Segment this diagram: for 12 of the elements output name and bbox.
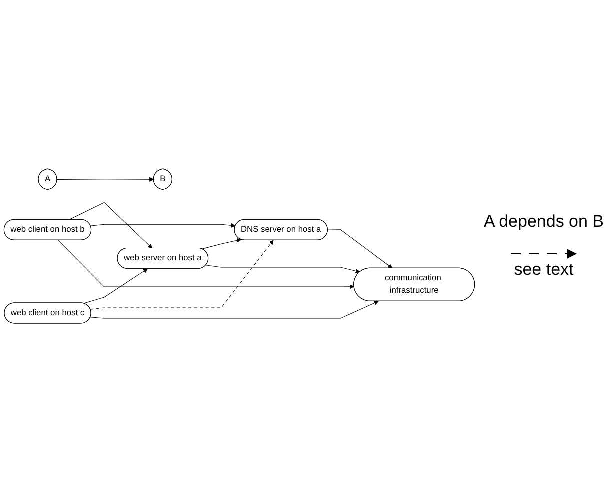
arrow xyxy=(90,300,379,318)
arrow xyxy=(206,264,360,274)
arrow xyxy=(83,268,148,304)
arrow xyxy=(57,177,154,182)
arrow xyxy=(69,202,153,248)
arrow xyxy=(202,238,242,250)
arrow xyxy=(58,240,354,289)
arrow xyxy=(90,223,236,228)
note-text: A depends on B xyxy=(484,212,604,232)
arrow xyxy=(328,229,393,268)
arrow xyxy=(90,240,274,310)
legend-text: see text xyxy=(514,260,574,280)
